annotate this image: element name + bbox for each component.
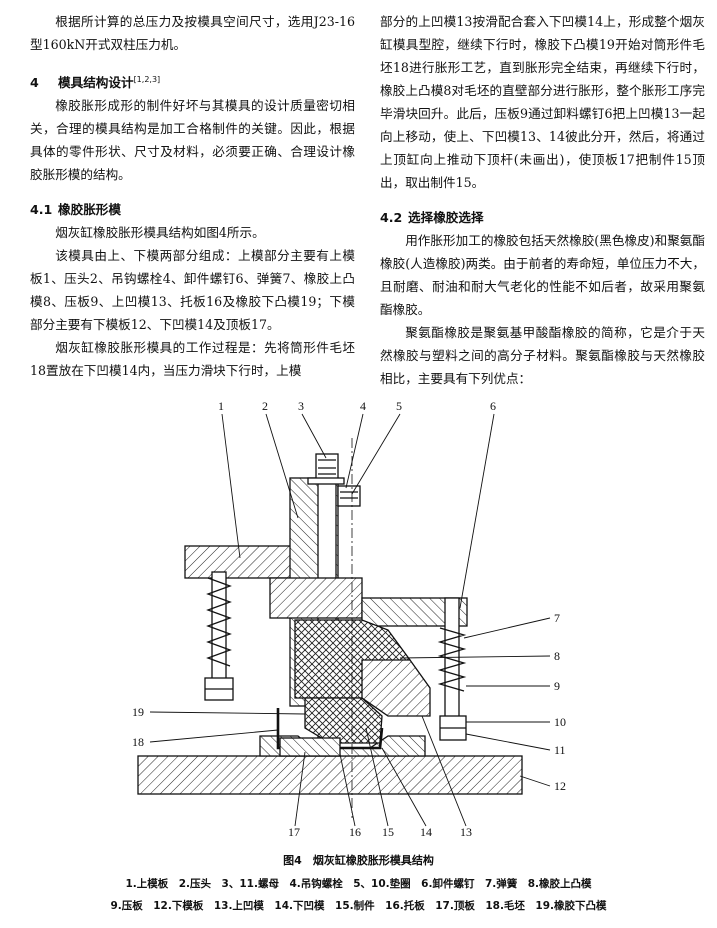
section-4-1-paragraph-1: 烟灰缸橡胶胀形模具结构如图4所示。 bbox=[55, 225, 265, 241]
label-17: 17 bbox=[288, 825, 300, 838]
label-4: 4 bbox=[360, 399, 366, 413]
label-7: 7 bbox=[554, 611, 560, 625]
lower-die-plate bbox=[137, 755, 523, 795]
left-spring bbox=[206, 577, 232, 667]
lower-rubber-punch bbox=[304, 697, 383, 744]
mold-structure-figure: 1 2 3 4 5 6 7 8 9 10 11 12 13 14 15 16 1… bbox=[132, 399, 566, 838]
label-5: 5 bbox=[396, 399, 402, 413]
section-4-paragraph: 橡胶胀形成形的制件好坏与其模具的设计质量密切相关，合理的模具结构是加工合格制件的… bbox=[30, 98, 355, 183]
label-10: 10 bbox=[554, 715, 566, 729]
section-4-1-paragraph-3: 烟灰缸橡胶胀形模具的工作过程是：先将筒形件毛坯18置放在下凹模14内，当压力滑块… bbox=[30, 340, 355, 379]
label-1: 1 bbox=[218, 399, 224, 413]
top-plate bbox=[279, 737, 341, 757]
figure-legend-line-1: 1.上模板 2.压头 3、11.螺母 4.吊钩螺栓 5、10.垫圈 6.卸件螺钉… bbox=[125, 878, 592, 890]
figure-caption: 图4 烟灰缸橡胶胀形模具结构 bbox=[283, 854, 434, 867]
label-19: 19 bbox=[132, 705, 144, 719]
intro-paragraph: 根据所计算的总压力及按模具空间尺寸，选用J23-16型160kN开式双柱压力机。 bbox=[30, 14, 355, 52]
top-nut bbox=[315, 453, 339, 481]
label-16: 16 bbox=[349, 825, 361, 838]
section-4-1-paragraph-2: 该模具由上、下模两部分组成：上模部分主要有上模板1、压头2、吊钩螺栓4、卸件螺钉… bbox=[30, 248, 355, 333]
section-4-2-paragraph-1: 用作胀形加工的橡胶包括天然橡胶(黑色橡皮)和聚氨酯橡胶(人造橡胶)两类。由于前者… bbox=[380, 233, 705, 317]
figure-legend-line-2: 9.压板 12.下模板 13.上凹模 14.下凹模 15.制件 16.托板 17… bbox=[110, 900, 607, 912]
left-column: 根据所计算的总压力及按模具空间尺寸，选用J23-16型160kN开式双柱压力机。… bbox=[30, 10, 355, 382]
label-3: 3 bbox=[298, 399, 304, 413]
label-12: 12 bbox=[554, 779, 566, 793]
right-spring bbox=[437, 627, 467, 692]
label-11: 11 bbox=[554, 743, 566, 757]
support-plate bbox=[269, 577, 363, 619]
label-13: 13 bbox=[460, 825, 472, 838]
continued-paragraph: 部分的上凹模13按滑配合套入下凹模14上，形成整个烟灰缸模具型腔，继续下行时，橡… bbox=[380, 14, 705, 190]
washer bbox=[337, 485, 361, 507]
label-14: 14 bbox=[420, 825, 432, 838]
right-column: 部分的上凹模13按滑配合套入下凹模14上，形成整个烟灰缸模具型腔，继续下行时，橡… bbox=[380, 10, 705, 390]
label-9: 9 bbox=[554, 679, 560, 693]
label-15: 15 bbox=[382, 825, 394, 838]
label-2: 2 bbox=[262, 399, 268, 413]
citation-ref: [1,2,3] bbox=[133, 75, 161, 84]
label-8: 8 bbox=[554, 649, 560, 663]
label-18: 18 bbox=[132, 735, 144, 749]
section-4-2-paragraph-2: 聚氨酯橡胶是聚氨基甲酸酯橡胶的简称，它是介于天然橡胶与塑料之间的高分子材料。聚氨… bbox=[380, 325, 705, 386]
label-6: 6 bbox=[490, 399, 496, 413]
